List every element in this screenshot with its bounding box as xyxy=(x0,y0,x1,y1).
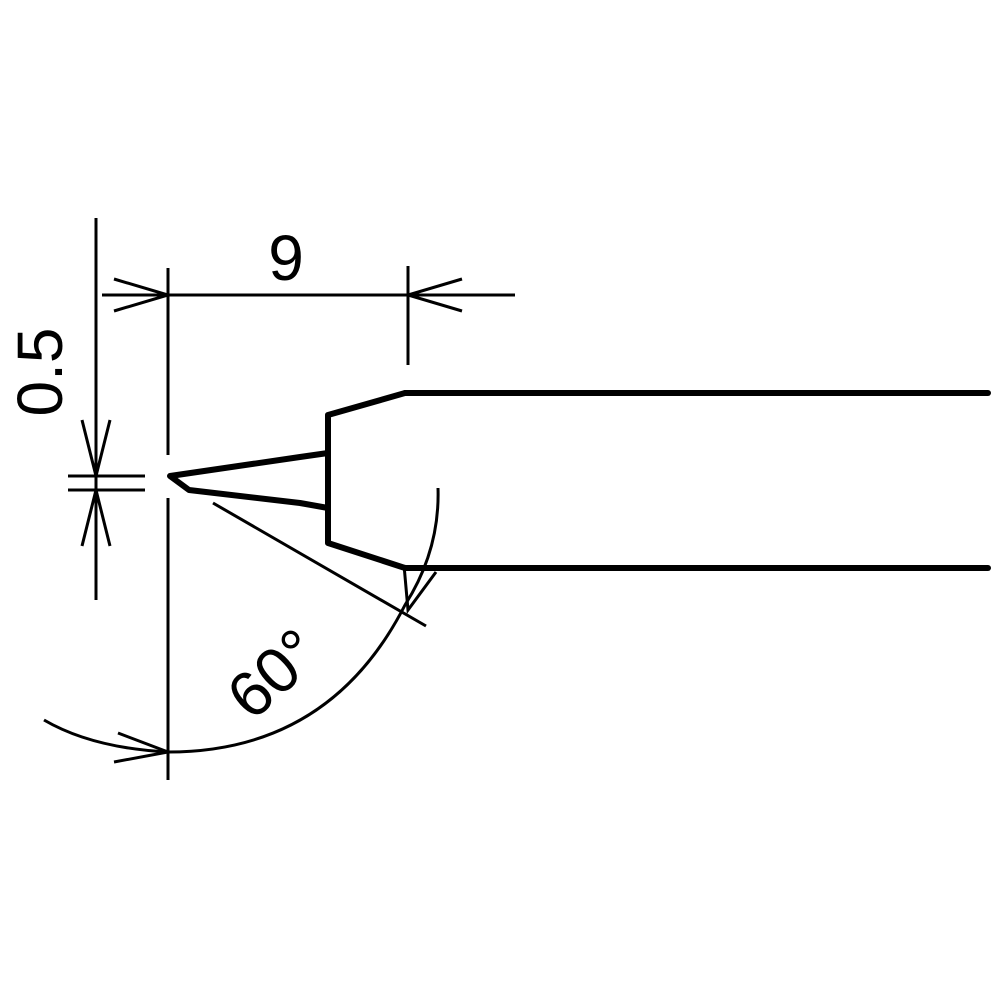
width-arrow-bottom xyxy=(80,489,112,547)
angle-arc xyxy=(43,487,440,754)
tip-length-label: 9 xyxy=(268,222,304,294)
length-dimension: 9 xyxy=(102,222,515,780)
angle-arrow-top xyxy=(402,564,438,615)
width-arrow-top xyxy=(80,419,112,477)
collar-outline xyxy=(325,390,408,571)
tip-outline xyxy=(167,390,991,571)
arrow-left xyxy=(113,277,174,313)
tip-angle-label: 60° xyxy=(213,615,333,733)
width-dimension: 0.5 xyxy=(4,218,145,600)
angle-extension-line xyxy=(212,501,427,628)
tip-width-label: 0.5 xyxy=(4,328,76,417)
angle-arrow-bottom xyxy=(113,731,174,764)
needle-tip-outline xyxy=(167,450,331,511)
arrow-right xyxy=(402,277,463,313)
angle-dimension: 60° xyxy=(43,487,440,764)
